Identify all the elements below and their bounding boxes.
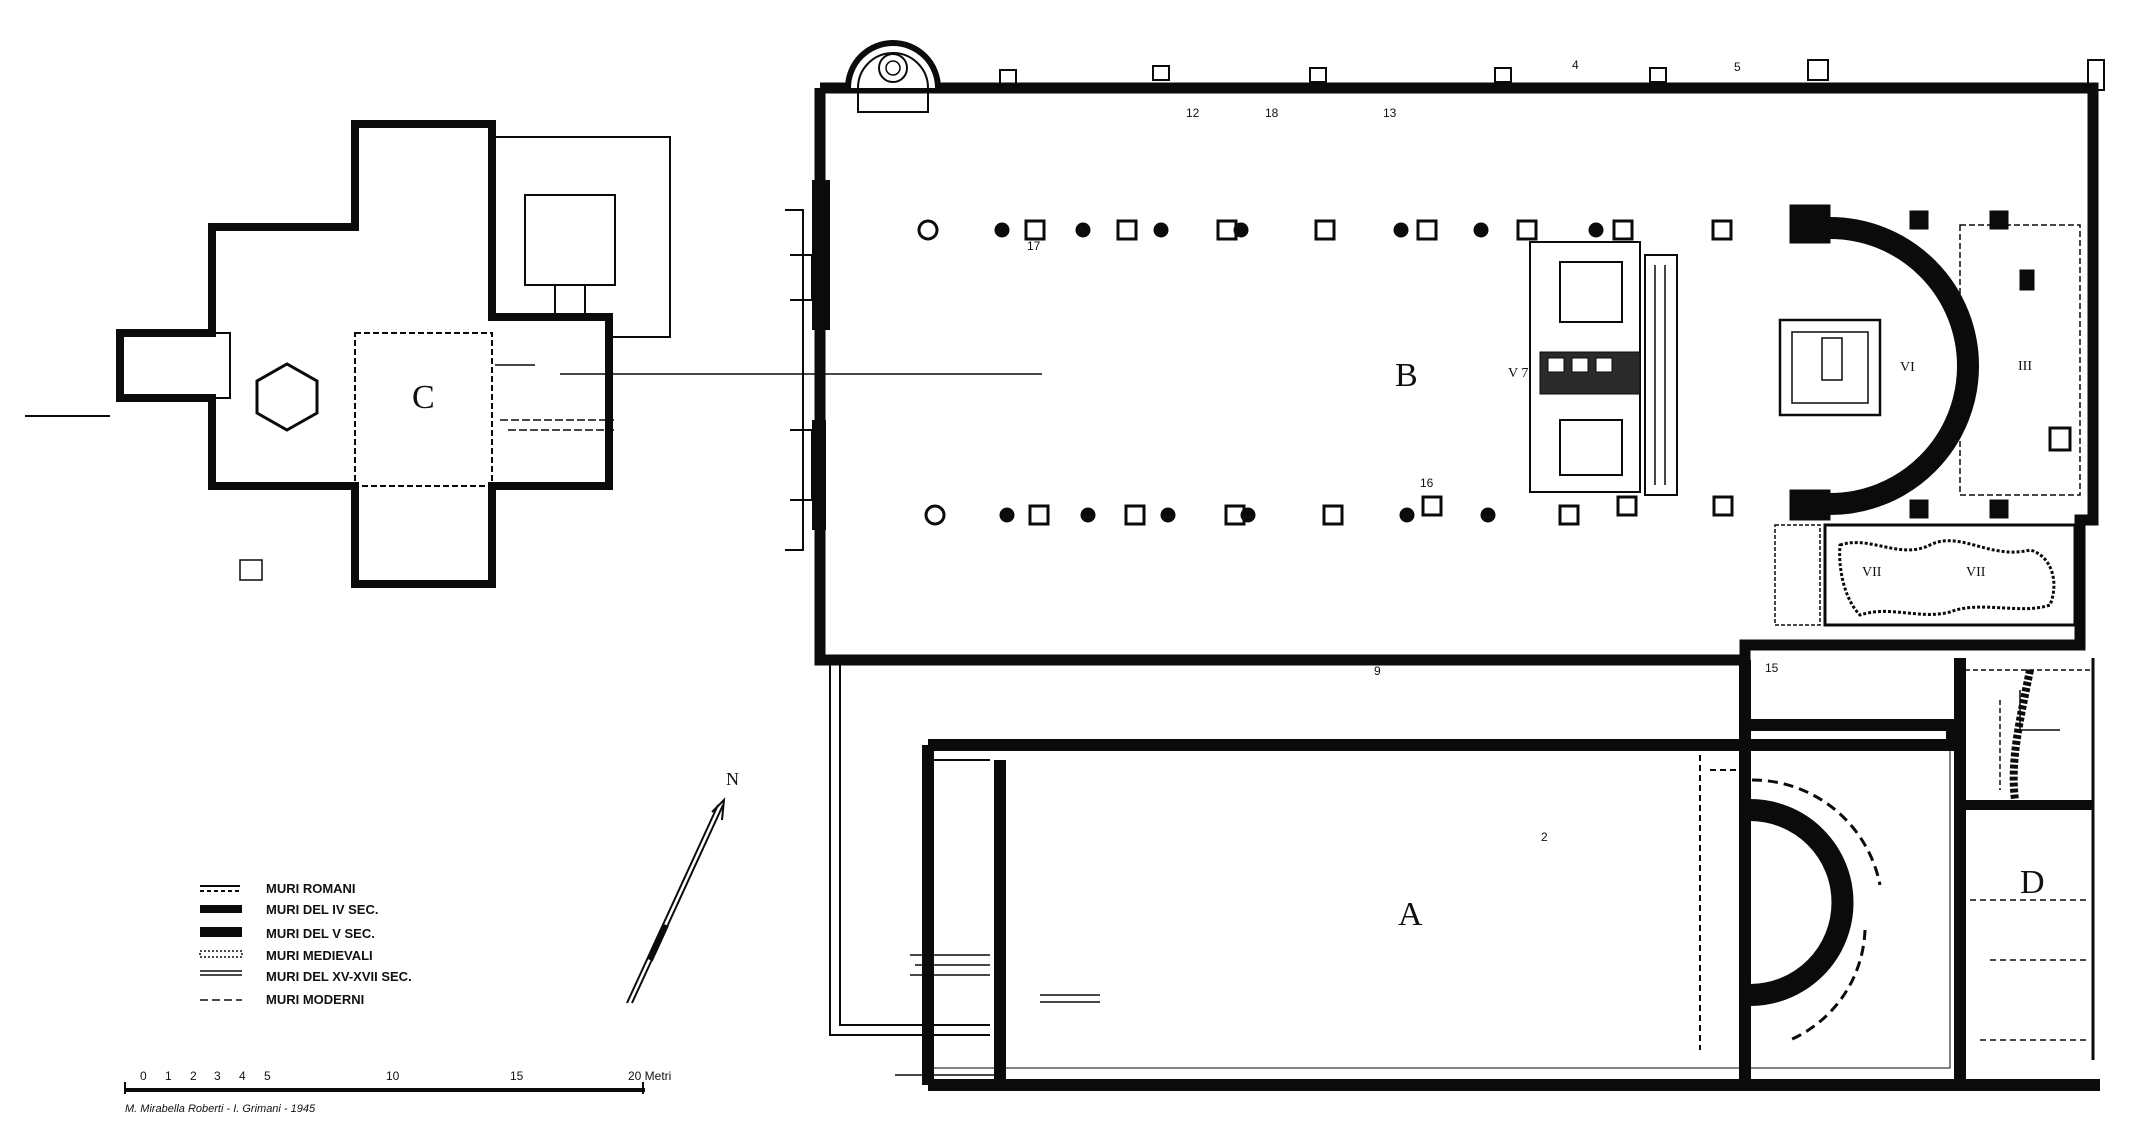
number-label: 16 — [1420, 476, 1434, 490]
legend-label: MURI MEDIEVALI — [266, 948, 373, 963]
scale-tick: 3 — [214, 1069, 221, 1083]
basilica-b — [785, 40, 2105, 666]
number-label: 15 — [1765, 661, 1779, 675]
legend-label: MURI DEL IV SEC. — [266, 902, 378, 917]
legend: MURI ROMANI MURI DEL IV SEC. MURI DEL V … — [199, 881, 412, 1007]
label-v7: V 7 — [1508, 366, 1528, 381]
number-label: 9 — [1374, 664, 1381, 678]
roman-numeral-labels: V 7 VI III VII VII — [1508, 359, 2032, 580]
label-vii-2: VII — [1966, 565, 1986, 580]
number-label: 4 — [1572, 58, 1579, 72]
rooms-d — [1954, 658, 2095, 1085]
scale-tick: 4 — [239, 1069, 246, 1083]
scale-tick: 5 — [264, 1069, 271, 1083]
legend-swatch-romani — [200, 885, 240, 892]
area-labels: A B C D — [412, 357, 2045, 933]
legend-swatch-iv — [200, 905, 242, 913]
label-b: B — [1395, 357, 1418, 394]
number-label: 13 — [1383, 106, 1397, 120]
scale-tick: 15 — [510, 1069, 524, 1083]
legend-swatch-v — [200, 927, 242, 937]
choir-enclosure — [1529, 241, 1678, 496]
scale-tick: 10 — [386, 1069, 400, 1083]
hall-a — [829, 660, 2100, 1091]
number-label: 18 — [1265, 106, 1279, 120]
label-iii: III — [2018, 359, 2032, 374]
label-vii-1: VII — [1862, 565, 1882, 580]
map-credit: M. Mirabella Roberti - I. Grimani - 1945 — [125, 1103, 316, 1115]
scale-tick: 2 — [190, 1069, 197, 1083]
number-label: 17 — [1027, 239, 1041, 253]
number-label: 12 — [1186, 106, 1200, 120]
legend-swatch-medievali — [199, 950, 243, 958]
label-a: A — [1398, 896, 1423, 933]
label-d: D — [2020, 864, 2045, 901]
legend-label: MURI DEL XV-XVII SEC. — [266, 969, 412, 984]
legend-label: MURI DEL V SEC. — [266, 926, 375, 941]
label-c: C — [412, 379, 435, 416]
scale-tick: 20 Metri — [628, 1069, 671, 1083]
building-c — [25, 120, 1042, 588]
north-arrow: N — [626, 769, 739, 1004]
south-colonnade — [924, 495, 2009, 526]
scale-bar: 0 1 2 3 4 5 10 15 20 Metri M. Mirabella … — [124, 1069, 671, 1115]
number-label: 2 — [1541, 830, 1548, 844]
number-label: 5 — [1734, 60, 1741, 74]
legend-label: MURI MODERNI — [266, 992, 364, 1007]
scale-tick: 1 — [165, 1069, 172, 1083]
north-label: N — [726, 769, 739, 789]
legend-label: MURI ROMANI — [266, 881, 356, 896]
scale-tick: 0 — [140, 1069, 147, 1083]
legend-swatch-xv — [200, 970, 242, 976]
number-labels: 2 4 5 9 12 13 15 16 17 18 — [1027, 58, 1779, 844]
label-vi: VI — [1900, 360, 1915, 375]
